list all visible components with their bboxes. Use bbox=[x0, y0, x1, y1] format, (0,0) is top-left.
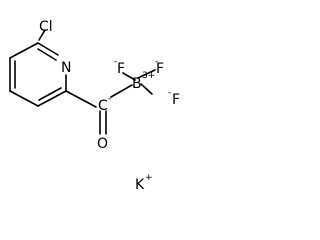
bond-c6-cl bbox=[38, 29, 46, 41]
atom-fluorine-top: F bbox=[156, 61, 164, 77]
bond-c6-n-inner bbox=[37, 48, 57, 61]
atom-fluorine-right-charge: - bbox=[168, 88, 171, 98]
counterion-potassium-charge: + bbox=[145, 173, 153, 183]
atom-fluorine-right: F bbox=[172, 92, 180, 108]
bond-c6-c5 bbox=[9, 42, 39, 59]
atom-fluorine-left-charge: - bbox=[114, 57, 117, 67]
bond-c2-carbonyl bbox=[65, 90, 97, 108]
atom-oxygen: O bbox=[97, 136, 108, 152]
atom-boron-charge: 3+ bbox=[142, 71, 155, 81]
bond-b-f-top bbox=[137, 69, 156, 79]
counterion-potassium: K bbox=[135, 177, 145, 193]
bond-b-f-right bbox=[140, 83, 153, 95]
atom-chlorine: Cl bbox=[39, 19, 53, 35]
atom-fluorine-top-charge: - bbox=[155, 57, 158, 67]
structure-canvas: Cl N O C - B 3+ F - F - F - K + bbox=[9, 19, 180, 193]
bond-c4-c3 bbox=[9, 90, 39, 107]
atom-carbonyl-carbon: C bbox=[98, 98, 108, 114]
atom-carbonyl-carbon-charge: - bbox=[108, 94, 111, 104]
bond-b-f-left bbox=[122, 72, 136, 81]
atom-fluorine-left: F bbox=[117, 61, 125, 77]
atom-nitrogen: N bbox=[61, 60, 71, 76]
bond-c3-c2 bbox=[37, 90, 67, 107]
chemical-structure-diagram: Cl N O C - B 3+ F - F - F - K + bbox=[9, 19, 180, 193]
bond-c6-n bbox=[37, 42, 59, 56]
bond-c3-c2-inner bbox=[38, 87, 62, 101]
bond-carbonyl-b bbox=[110, 84, 133, 98]
atom-boron: B bbox=[132, 76, 142, 92]
